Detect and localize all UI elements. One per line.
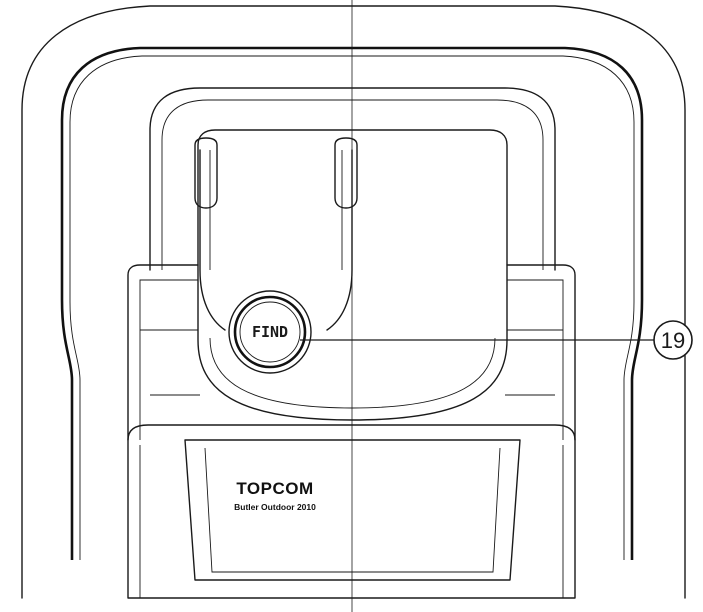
find-button-label: FIND [252, 323, 288, 341]
find-button[interactable]: FIND [228, 290, 312, 374]
inner-housing [60, 46, 644, 560]
handset-body [197, 129, 508, 421]
handset-cradle-outer [149, 87, 556, 271]
right-clip-strip [326, 149, 353, 331]
inner-housing-inner-line [69, 55, 635, 560]
callout-19: 19 [653, 320, 693, 360]
handset-body-inner [209, 337, 496, 409]
handset-cradle-inner [161, 99, 544, 270]
base-front [127, 424, 576, 599]
outer-housing [21, 5, 686, 599]
callout-number: 19 [661, 328, 685, 353]
model-name: Butler Outdoor 2010 [234, 502, 316, 512]
brand-logo-text: TOPCOM [236, 479, 313, 498]
left-clip-strip [199, 149, 226, 331]
right-clip [334, 137, 358, 209]
cradle-right-wing [506, 264, 576, 441]
cradle-left-wing [127, 264, 199, 441]
